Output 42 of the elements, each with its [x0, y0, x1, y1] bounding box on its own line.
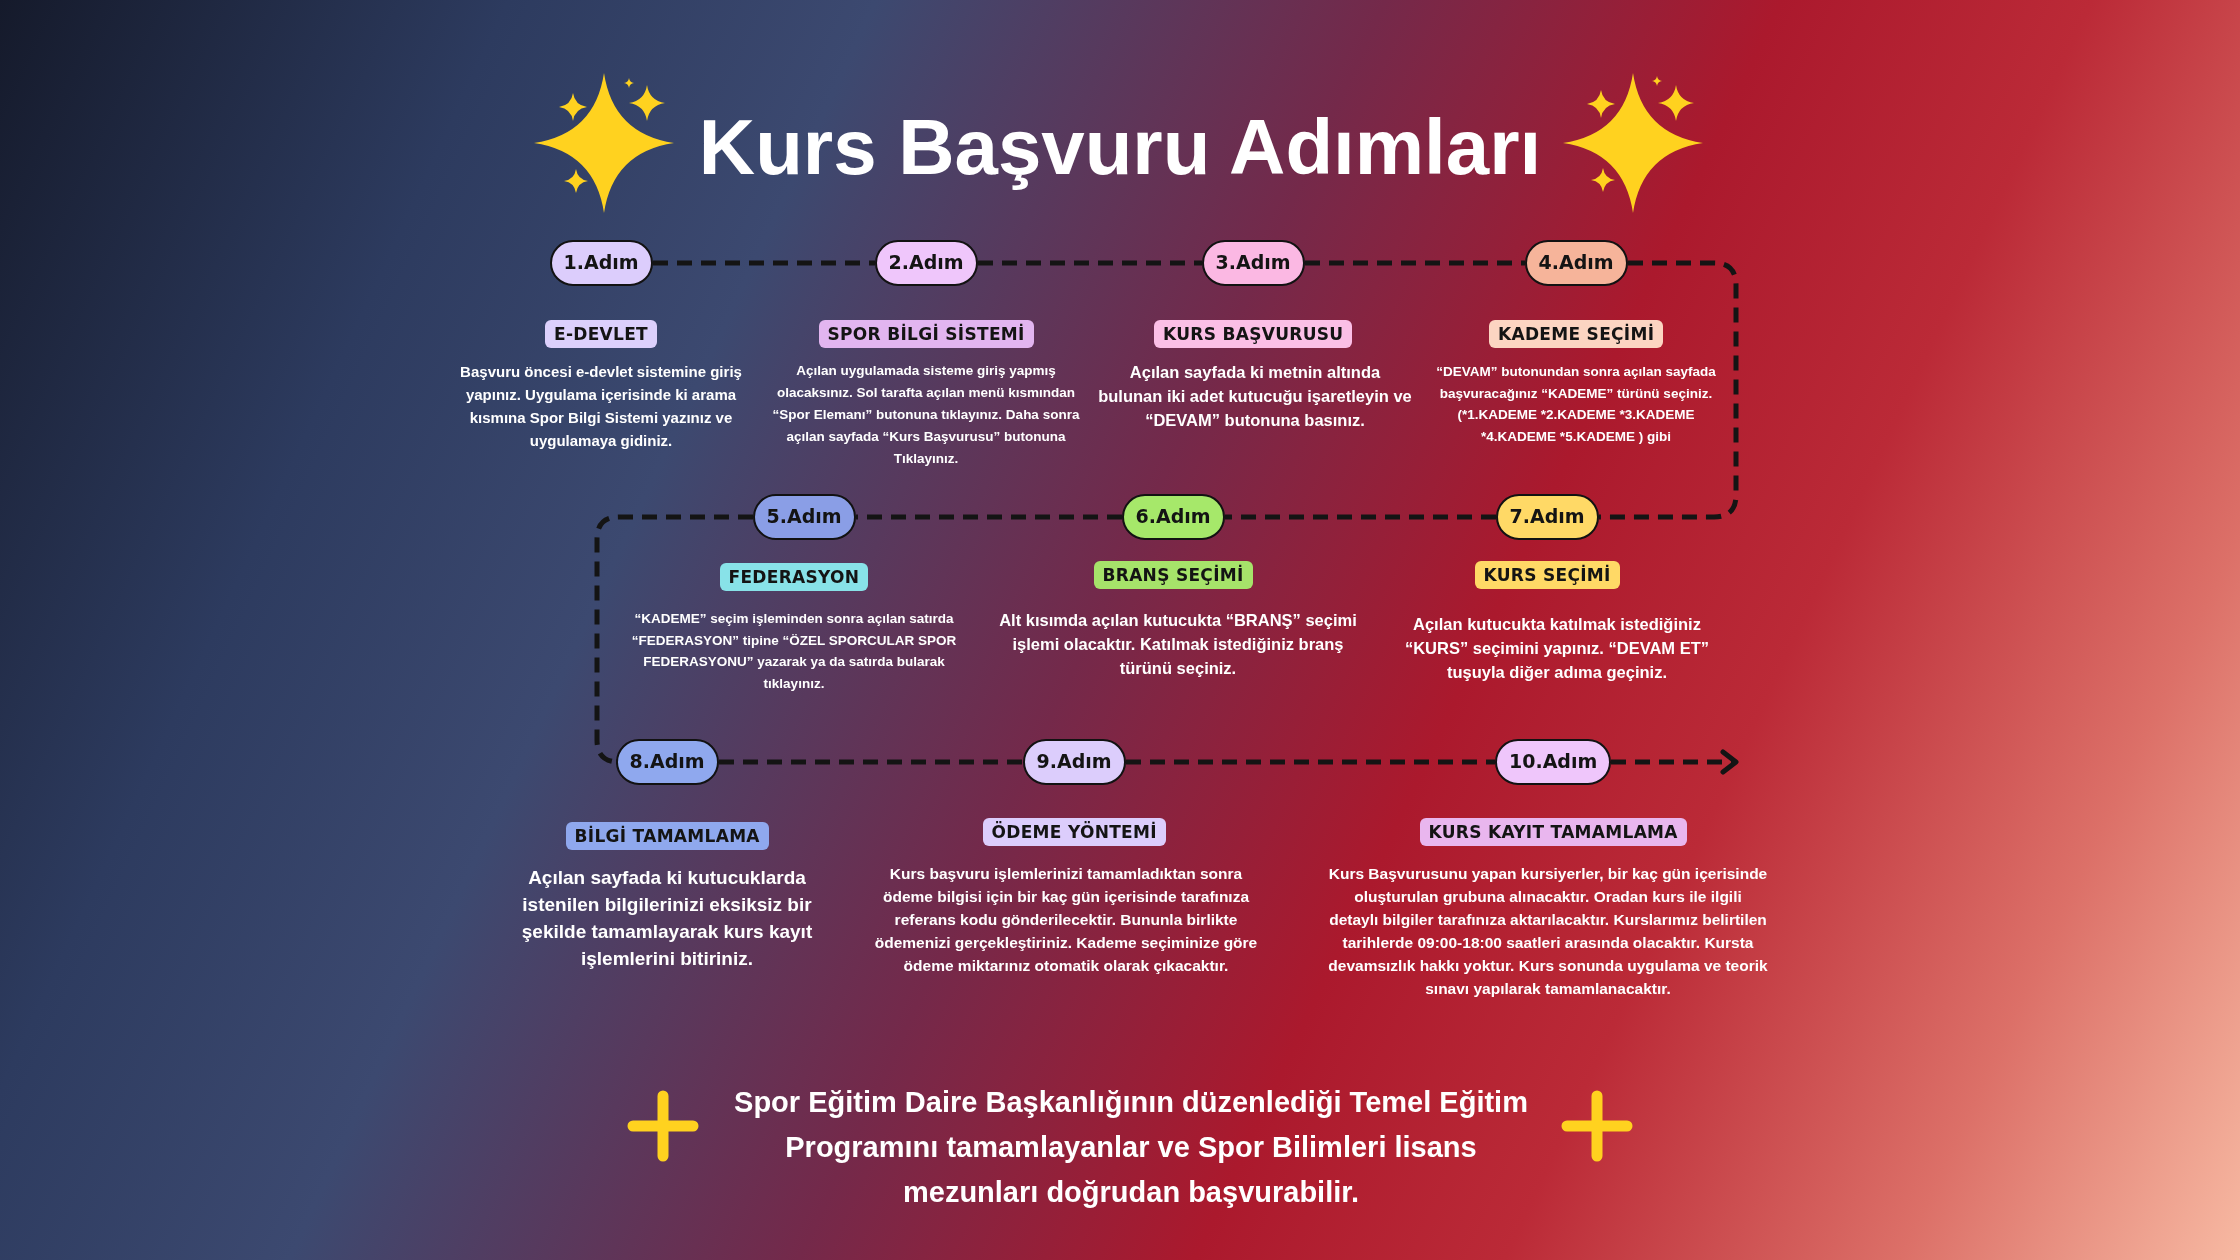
step-pill: 1.Adım: [549, 240, 653, 286]
step-heading-badge: FEDERASYON: [719, 563, 869, 591]
dashed-connector: [1225, 514, 1496, 520]
step-heading-badge: E-DEVLET: [545, 320, 657, 348]
step-heading-badge: BRANŞ SEÇİMİ: [1093, 561, 1253, 589]
step-pill: 5.Adım: [752, 494, 856, 540]
step-pill: 2.Adım: [874, 240, 978, 286]
dashed-connector: [1599, 260, 1739, 520]
step-description: Kurs başvuru işlemlerinizi tamamladıktan sonra ödeme bilgisi için bir kaç gün içerisinde tarafınıza referans kodu gönderilecektir. Bununla birlikte ödemenizi gerçekleştiriniz. Kademe seçiminize göre ödeme miktarınız otomatik olarak çıkacaktır.: [873, 864, 1259, 976]
step-description: Açılan uygulamada sisteme giriş yapmış olacaksınız. Sol tarafta açılan menü kısmından “Spor Elemanı” butonuna tıklayınız. Daha sonra açılan sayfada “Kurs Başvurusu” butonuna Tıklayınız.: [771, 362, 1081, 468]
step-heading-badge: ÖDEME YÖNTEMİ: [982, 818, 1166, 846]
step-description: “KADEME” seçim işleminden sonra açılan satırda “FEDERASYON” tipine “ÖZEL SPORCULAR SPOR FEDERASYONU” yazarak ya da satırda bularak tıklayınız.: [630, 610, 958, 693]
dashed-connector: [856, 514, 1122, 520]
step-pill: 10.Adım: [1495, 739, 1612, 785]
step-pill: 8.Adım: [615, 739, 719, 785]
step-pill: 7.Adım: [1495, 494, 1599, 540]
dashed-connector: [978, 260, 1202, 266]
step-pill: 9.Adım: [1022, 739, 1126, 785]
dashed-connector: [653, 260, 875, 266]
caption: Spor Eğitim Daire Başkanlığının düzenlediği Temel Eğitim Programını tamamlayanlar ve Spor Bilimleri lisans mezunları doğrudan başvurabilir.: [733, 1085, 1529, 1210]
step-heading-badge: KURS BAŞVURUSU: [1154, 320, 1353, 348]
step-heading-badge: KADEME SEÇİMİ: [1489, 320, 1664, 348]
step-heading-badge: KURS KAYIT TAMAMLAMA: [1419, 818, 1687, 846]
step-description: Alt kısımda açılan kutucukta “BRANŞ” seçimi işlemi olacaktır. Katılmak istediğiniz branş türünü seçiniz.: [998, 610, 1358, 679]
step-heading-badge: KURS SEÇİMİ: [1474, 561, 1620, 589]
step-pill: 6.Adım: [1121, 494, 1225, 540]
step-description: Açılan sayfada ki kutucuklarda istenilen bilgilerinizi eksiksiz bir şekilde tamamlayarak kurs kayıt işlemlerini bitiriniz.: [520, 866, 814, 971]
step-pill: 3.Adım: [1201, 240, 1305, 286]
dashed-connector: [1126, 759, 1495, 765]
step-description: Açılan kutucukta katılmak istediğiniz “KURS” seçimini yapınız. “DEVAM ET” tuşuyla diğer adıma geçiniz.: [1403, 614, 1711, 683]
step-heading-badge: SPOR BİLGİ SİSTEMİ: [818, 320, 1034, 348]
step-heading-badge: BİLGİ TAMAMLAMA: [565, 822, 769, 850]
step-description: “DEVAM” butonundan sonra açılan sayfada başvuracağınız “KADEME” türünü seçiniz. (*1.KADEME *2.KADEME *3.KADEME *4.KADEME *5.KADEME ) gibi: [1435, 363, 1717, 446]
dashed-connector: [719, 759, 1023, 765]
step-pill: 4.Adım: [1524, 240, 1628, 286]
dashed-connector: [1305, 260, 1525, 266]
title: Kurs Başvuru Adımları: [698, 102, 1542, 193]
step-description: Açılan sayfada ki metnin altında bulunan iki adet kutucuğu işaretleyin ve “DEVAM” butonuna basınız.: [1098, 362, 1412, 431]
step-description: Kurs Başvurusunu yapan kursiyerler, bir kaç gün içerisinde oluşturulan grubuna alınacaktır. Oradan kurs ile ilgili detaylı bilgiler tarafınıza aktarılacaktır. Kurslarımız belirtilen tarihlerde 09:00-18:00 saatleri arasında olacaktır. Kursta devamsızlık hakkı yoktur. Kurs sonunda uygulama ve teorik sınavı yapılarak tamamlanacaktır.: [1328, 864, 1768, 999]
dashed-arrow: [1611, 749, 1739, 775]
step-description: Başvuru öncesi e-devlet sistemine giriş yapınız. Uygulama içerisinde ki arama kısmına Spor Bilgi Sistemi yazınız ve uygulamaya gidiniz.: [459, 362, 743, 451]
dashed-connector: [594, 514, 753, 765]
